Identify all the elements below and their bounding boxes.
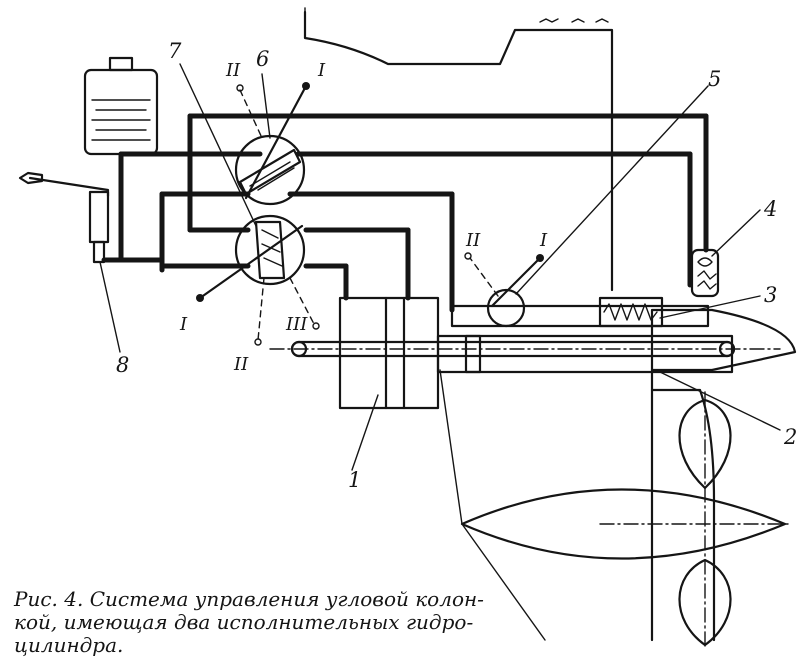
label-2: 2: [783, 425, 797, 449]
leader-6: [261, 73, 271, 139]
hydraulic-cylinder-2: [436, 334, 781, 431]
hull-outline: [303, 7, 614, 292]
leader-7: [179, 63, 257, 227]
valve7-position-III: III: [285, 314, 308, 335]
valve-6: [234, 82, 310, 206]
label-5: 5: [708, 67, 721, 91]
label-3: 3: [764, 283, 777, 307]
label-4: 4: [763, 197, 777, 221]
relief-valve-4: [690, 209, 761, 298]
boat-silhouette: [439, 369, 787, 641]
valve-5: [450, 85, 710, 328]
valve6-position-I: I: [317, 60, 326, 81]
reservoir-tank: [83, 56, 159, 263]
valve5-position-II: II: [465, 230, 481, 251]
leader-8: [99, 261, 121, 353]
stern-drive-leg: [650, 308, 797, 642]
valve7-position-I: I: [179, 314, 188, 335]
pump-unit-8: [18, 171, 165, 264]
label-6: 6: [256, 47, 269, 71]
valve-7: [196, 214, 320, 346]
label-1: 1: [348, 468, 361, 492]
valve6-position-II: II: [225, 60, 241, 81]
hydraulic-cylinder-1: [338, 296, 440, 471]
caption-line-1: Рис. 4. Система управления угловой колон…: [14, 587, 484, 611]
valve7-position-II: II: [233, 354, 249, 375]
label-8: 8: [116, 353, 129, 377]
label-7: 7: [168, 39, 182, 63]
hydraulic-lines: [118, 113, 709, 313]
caption-line-3: цилиндра.: [14, 633, 124, 657]
spring-valve-3: [598, 295, 761, 328]
piston-rod: [269, 340, 781, 358]
figure-caption: Рис. 4. Система управления угловой колон…: [14, 588, 534, 657]
propeller: [599, 391, 791, 651]
caption-line-2: кой, имеющая два исполнительных гидро-: [14, 610, 474, 634]
valve5-position-I: I: [539, 230, 548, 251]
